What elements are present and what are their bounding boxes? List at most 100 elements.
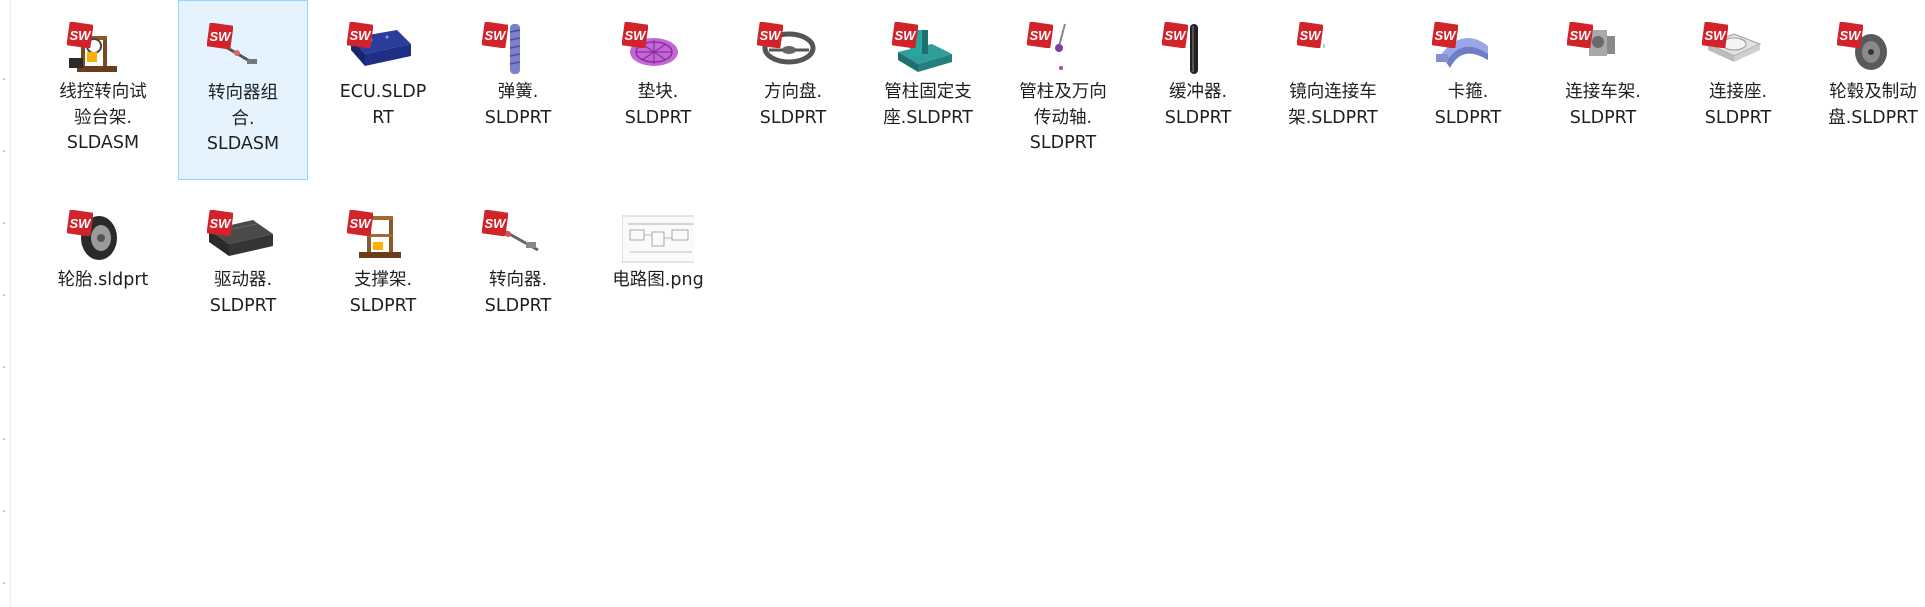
svg-text:SW: SW [1570, 28, 1593, 43]
file-name-line: 电路图.png [612, 270, 704, 290]
file-name-line: 座.SLDPRT [883, 107, 973, 128]
file-tile[interactable]: SW 轮胎.sldprt [38, 188, 168, 292]
solidworks-icon: SW [622, 22, 648, 48]
file-name-line: 管柱及万向 [1019, 82, 1107, 102]
solidworks-icon: SW [67, 210, 93, 236]
file-name-line: ECU.SLDP [339, 82, 427, 102]
support-frame-icon: SW [347, 210, 419, 266]
file-name-line: SLDPRT [624, 107, 692, 128]
solidworks-icon: SW [1702, 22, 1728, 48]
steering-wheel-icon: SW [757, 22, 829, 78]
solidworks-icon: SW [757, 22, 783, 48]
steering-assembly-icon: SW [207, 23, 279, 79]
solidworks-icon: SW [347, 22, 373, 48]
file-name-line: SLDPRT [1434, 107, 1502, 128]
frame-connector-icon: SW [1567, 22, 1639, 78]
test-bench-icon: SW [67, 22, 139, 78]
file-name-line: SLDPRT [759, 107, 827, 128]
file-name-line: 盘.SLDPRT [1828, 107, 1918, 128]
file-name-line: 支撑架. [353, 270, 413, 290]
svg-text:SW: SW [1840, 28, 1863, 43]
spring-icon: SW [482, 22, 554, 78]
file-tile[interactable]: SW ECU.SLDP RT [318, 0, 448, 129]
file-tile[interactable]: SW 缓冲器. SLDPRT [1133, 0, 1263, 129]
svg-text:SW: SW [895, 28, 918, 43]
drive-shaft-icon: SW [1027, 22, 1099, 78]
file-name-line: 转向器组 [208, 83, 278, 103]
solidworks-icon: SW [482, 22, 508, 48]
svg-text:SW: SW [1165, 28, 1188, 43]
svg-text:SW: SW [1030, 28, 1053, 43]
solidworks-icon: SW [1027, 22, 1053, 48]
svg-text:SW: SW [350, 28, 373, 43]
file-tile[interactable]: SW 卡箍. SLDPRT [1403, 0, 1533, 129]
file-name-line: 连接座. [1708, 82, 1768, 102]
file-name-line: 转向器. [488, 270, 548, 290]
file-name-line: 传动轴. [1033, 107, 1093, 128]
file-name-line: SLDASM [66, 133, 140, 153]
file-name-line: 弹簧. [497, 82, 539, 102]
file-name-line: 缓冲器. [1168, 82, 1228, 102]
file-name-line: 轮毂及制动 [1829, 82, 1917, 102]
clamp-icon: SW [1432, 22, 1504, 78]
file-name-line: 驱动器. [213, 270, 273, 290]
file-name-line: SLDASM [206, 134, 280, 154]
file-name-line: 线控转向试 [59, 82, 147, 102]
steering-gear-icon: SW [482, 210, 554, 266]
solidworks-icon: SW [1432, 22, 1458, 48]
file-name-line: 架.SLDPRT [1288, 107, 1378, 128]
solidworks-icon: SW [347, 210, 373, 236]
navigation-pane-edge[interactable] [0, 0, 11, 607]
file-name-line: 验台架. [73, 107, 133, 128]
driver-icon: SW [207, 210, 279, 266]
file-tile[interactable]: SW 驱动器. SLDPRT [178, 188, 308, 317]
svg-text:SW: SW [1300, 28, 1323, 43]
solidworks-icon: SW [1162, 22, 1188, 48]
file-name-line: 合. [231, 108, 255, 129]
file-name-line: 卡箍. [1447, 82, 1489, 102]
connector-seat-icon: SW [1702, 22, 1774, 78]
svg-text:SW: SW [70, 216, 93, 231]
file-name-line: RT [372, 107, 394, 128]
file-tile[interactable]: SW 垫块. SLDPRT [593, 0, 723, 129]
file-tile[interactable]: SW 连接座. SLDPRT [1673, 0, 1803, 129]
svg-text:SW: SW [1435, 28, 1458, 43]
ecu-icon: SW [347, 22, 419, 78]
file-name-line: SLDPRT [1029, 133, 1097, 153]
file-tile[interactable]: SW 管柱固定支 座.SLDPRT [863, 0, 993, 129]
file-name-line: 方向盘. [763, 82, 823, 102]
file-tile[interactable]: SW 镜向连接车 架.SLDPRT [1268, 0, 1398, 129]
solidworks-icon: SW [892, 22, 918, 48]
file-tile[interactable]: 电路图.png [593, 188, 723, 292]
file-name-line: SLDPRT [484, 107, 552, 128]
solidworks-icon: SW [482, 210, 508, 236]
file-tile[interactable]: SW 方向盘. SLDPRT [728, 0, 858, 129]
hub-brake-icon: SW [1837, 22, 1909, 78]
file-tile[interactable]: SW 轮毂及制动 盘.SLDPRT [1808, 0, 1925, 129]
file-tile[interactable]: SW 转向器. SLDPRT [453, 188, 583, 317]
file-tile[interactable]: SW 线控转向试 验台架. SLDASM [38, 0, 168, 155]
svg-text:SW: SW [485, 216, 508, 231]
file-name-line: SLDPRT [1704, 107, 1772, 128]
solidworks-icon: SW [1567, 22, 1593, 48]
svg-text:SW: SW [210, 29, 233, 44]
file-name-line: SLDPRT [1569, 107, 1637, 128]
solidworks-icon: SW [67, 22, 93, 48]
file-tile[interactable]: SW 管柱及万向 传动轴. SLDPRT [998, 0, 1128, 155]
file-name-line: SLDPRT [484, 295, 552, 316]
file-tile[interactable]: SW 支撑架. SLDPRT [318, 188, 448, 317]
svg-text:SW: SW [350, 216, 373, 231]
tire-icon: SW [67, 210, 139, 266]
pad-icon: SW [622, 22, 694, 78]
file-tile-selected[interactable]: SW 转向器组 合. SLDASM [178, 0, 308, 180]
buffer-icon: SW [1162, 22, 1234, 78]
solidworks-icon: SW [207, 210, 233, 236]
solidworks-icon: SW [1837, 22, 1863, 48]
file-tile[interactable]: SW 弹簧. SLDPRT [453, 0, 583, 129]
file-tile[interactable]: SW 连接车架. SLDPRT [1538, 0, 1668, 129]
solidworks-icon: SW [207, 23, 233, 49]
svg-text:SW: SW [760, 28, 783, 43]
file-name-line: 垫块. [637, 82, 679, 102]
svg-text:SW: SW [485, 28, 508, 43]
